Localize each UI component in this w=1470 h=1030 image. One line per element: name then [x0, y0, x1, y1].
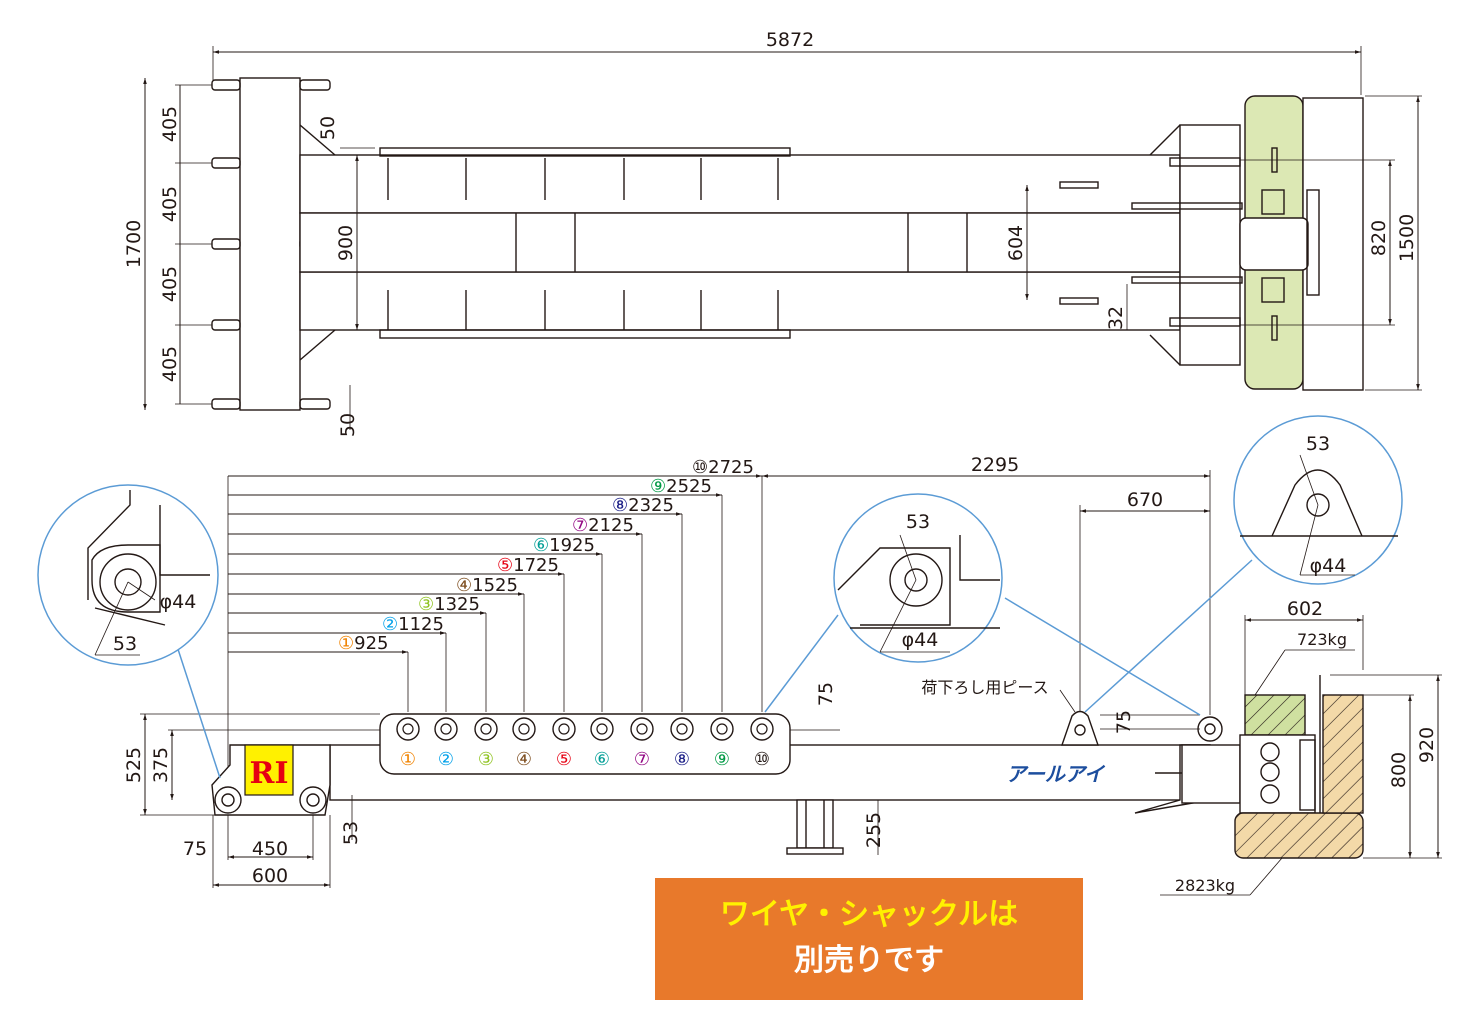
dim-75-top-label: 75	[815, 682, 837, 706]
detail-right-offset: 53	[1306, 433, 1330, 455]
bottom-gap-label: 50	[337, 413, 359, 437]
right-frame	[1179, 124, 1241, 366]
hole-badge-3: ③	[478, 749, 494, 770]
spacing-label-2: 405	[159, 186, 181, 222]
unload-piece	[1061, 710, 1099, 746]
hole-badge-5: ⑤	[556, 749, 572, 770]
span-670-label: 670	[1127, 489, 1163, 511]
hole-badge-8: ⑧	[674, 749, 690, 770]
weight-top-label: 723kg	[1297, 630, 1347, 649]
dim-75-right-label: 75	[1113, 710, 1135, 734]
hole-3-inner	[480, 723, 492, 735]
hole-position-label-8: ⑧2325	[612, 495, 674, 516]
spacing-label-1: 405	[159, 106, 181, 142]
hole-position-label-6: ⑥1925	[533, 535, 595, 556]
unload-piece-label: 荷下ろし用ピース	[921, 678, 1048, 697]
notice-banner: ワイヤ・シャックルは 別売りです	[655, 878, 1083, 1000]
spacing-label-3: 405	[159, 266, 181, 302]
hole-9	[710, 717, 734, 741]
hole-10-inner	[756, 723, 768, 735]
bracket-offset-label: 32	[1105, 306, 1127, 330]
upper-lifting-lugs	[379, 147, 791, 200]
span-2295-label: 2295	[971, 454, 1019, 476]
hole-6	[590, 717, 614, 741]
beam-width-label: 900	[335, 225, 357, 261]
height-375-label: 375	[150, 747, 172, 783]
hole-position-label-4: ④1525	[456, 575, 518, 596]
hole-position-label-7: ⑦2125	[572, 515, 634, 536]
hole-2-inner	[440, 723, 452, 735]
dim-800-label: 800	[1388, 752, 1410, 788]
bottom-600-label: 600	[252, 865, 288, 887]
hole-1	[396, 717, 420, 741]
dim-920-label: 920	[1416, 727, 1438, 763]
hole-5	[552, 717, 576, 741]
hole-4	[512, 717, 536, 741]
hole-position-label-10: ⑩2725	[692, 457, 754, 478]
hole-6-inner	[596, 723, 608, 735]
detail-middle-dia: φ44	[902, 629, 939, 651]
brand-text: アールアイ	[1006, 762, 1106, 786]
upper-beam	[299, 154, 1181, 214]
hole-position-label-2: ②1125	[382, 614, 444, 635]
hole-badge-1: ①	[400, 749, 416, 770]
hole-7	[630, 717, 654, 741]
bottom-450-label: 450	[252, 838, 288, 860]
inner-span-label: 604	[1005, 225, 1027, 261]
hole-3	[474, 717, 498, 741]
support-leg	[796, 799, 834, 849]
notice-line-1: ワイヤ・シャックルは	[719, 897, 1019, 932]
lower-lifting-lugs	[379, 290, 791, 339]
hole-8	[670, 717, 694, 741]
hole-4-inner	[518, 723, 530, 735]
right-inner-width-label: 820	[1368, 220, 1390, 256]
hole-badge-7: ⑦	[634, 749, 650, 770]
hole-5-inner	[558, 723, 570, 735]
dim-255-label: 255	[863, 812, 885, 848]
hole-position-label-5: ⑤1725	[497, 555, 559, 576]
hole-badge-10: ⑩	[754, 749, 770, 770]
hole-1-inner	[402, 723, 414, 735]
hole-badge-4: ④	[516, 749, 532, 770]
lower-beam	[299, 271, 1181, 331]
hole-9-inner	[716, 723, 728, 735]
right-outer-width-label: 1500	[1396, 214, 1418, 262]
spacing-label-4: 405	[159, 346, 181, 382]
hole-7-inner	[636, 723, 648, 735]
detail-left-dia: φ44	[160, 591, 197, 613]
lower-weight	[1234, 812, 1364, 859]
hole-2	[434, 717, 458, 741]
detail-middle-offset: 53	[906, 511, 930, 533]
left-end-plate	[239, 77, 301, 411]
logo-text: RI	[250, 756, 289, 791]
upper-weight	[1244, 694, 1306, 736]
weight-bottom-label: 2823kg	[1175, 876, 1235, 895]
detail-right: 53 φ44	[1084, 415, 1403, 713]
hole-10	[750, 717, 774, 741]
hole-badge-6: ⑥	[594, 749, 610, 770]
top-gap-label: 50	[317, 116, 339, 140]
hole-badge-9: ⑨	[714, 749, 730, 770]
bottom-75-label: 75	[183, 838, 207, 860]
hole-position-label-1: ①925	[338, 633, 389, 654]
span-602-label: 602	[1287, 598, 1323, 620]
notice-line-2: 別売りです	[794, 943, 944, 978]
detail-left: φ44 53	[37, 484, 221, 779]
hole-position-label-9: ⑨2525	[650, 476, 712, 497]
hole-8-inner	[676, 723, 688, 735]
dim-53-label: 53	[340, 821, 362, 845]
height-525-label: 525	[123, 747, 145, 783]
top-view	[143, 46, 1422, 430]
detail-middle: 53 φ44	[764, 493, 1201, 716]
detail-right-dia: φ44	[1310, 555, 1347, 577]
hole-badge-2: ②	[438, 749, 454, 770]
ri-logo: RI	[244, 744, 294, 796]
overall-length-label: 5872	[766, 29, 814, 51]
overall-width-label: 1700	[123, 220, 145, 268]
detail-left-offset: 53	[113, 633, 137, 655]
lifting-holes: ① ② ③ ④ ⑤ ⑥ ⑦ ⑧ ⑨ ⑩	[396, 717, 774, 770]
hole-position-label-3: ③1325	[418, 594, 480, 615]
